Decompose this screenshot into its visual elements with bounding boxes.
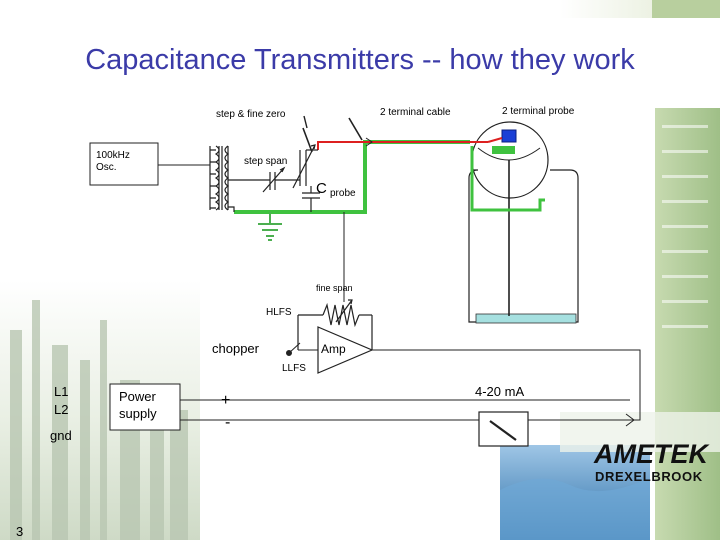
label-fine-span: fine span: [316, 283, 353, 293]
oscillator-box: [89, 142, 159, 186]
label-step-span: step span: [244, 156, 288, 167]
power-supply-box: [109, 383, 181, 431]
logo-sub: DREXELBROOK: [595, 469, 703, 484]
chopper-switch: [286, 342, 301, 356]
transformer: [209, 145, 270, 212]
label-llfs: LLFS: [282, 363, 306, 374]
ground-symbol: [258, 212, 282, 241]
label-amp: Amp: [321, 342, 346, 356]
label-step-fine-zero: step & fine zero: [216, 109, 286, 120]
current-meter: [478, 411, 529, 447]
label-power-supply-line2: supply: [119, 406, 157, 421]
probe-gland: [477, 147, 541, 161]
label-l1: L1: [54, 384, 69, 399]
zero-capacitor: [292, 115, 363, 189]
label-c-subscript: probe: [330, 188, 356, 199]
two-terminal-cable: [234, 137, 545, 214]
loop-wires: [224, 399, 640, 421]
label-two-terminal-cable: 2 terminal cable: [380, 107, 451, 118]
label-c: C: [316, 180, 327, 197]
probe-head: [501, 129, 517, 143]
slide-title: Capacitance Transmitters -- how they wor…: [85, 44, 635, 76]
label-l2: L2: [54, 402, 69, 417]
page-number: 3: [16, 524, 24, 539]
label-plus: +: [221, 392, 231, 409]
label-power-supply-line1: Power: [119, 389, 156, 404]
step-span-capacitor: [262, 166, 300, 193]
c-probe-capacitor: [302, 186, 320, 212]
label-oscillator-line2: Osc.: [96, 162, 117, 173]
arrow-icon: [625, 413, 635, 427]
label-minus: -: [225, 414, 231, 431]
label-two-terminal-probe: 2 terminal probe: [502, 106, 575, 117]
label-gnd: gnd: [50, 428, 72, 443]
meter-needle: [489, 420, 517, 441]
logo-brand: AMETEK: [593, 439, 711, 469]
liquid-level-plate: [475, 313, 577, 324]
label-output: 4-20 mA: [475, 384, 525, 399]
tank: [468, 121, 579, 323]
label-hlfs: HLFS: [266, 307, 292, 318]
label-oscillator-line1: 100kHz: [96, 150, 130, 161]
ametek-logo: AMETEK DREXELBROOK: [593, 439, 711, 484]
label-chopper: chopper: [212, 341, 259, 356]
